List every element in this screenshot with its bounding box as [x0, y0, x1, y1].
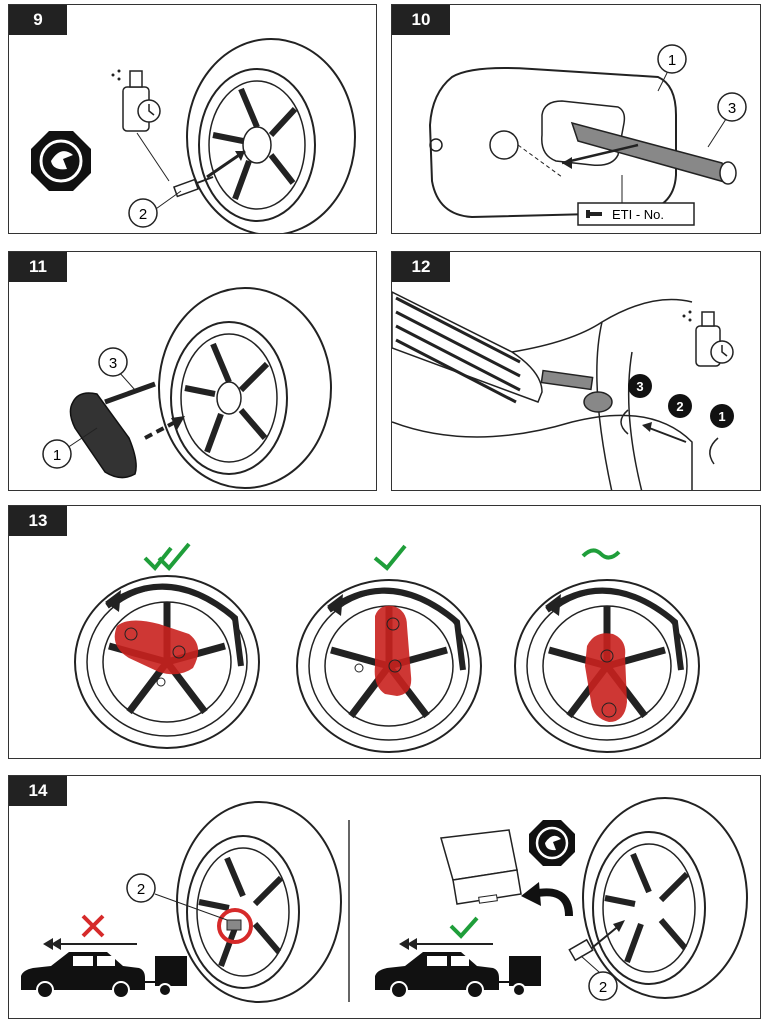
- wheel-rating-1: [74, 575, 260, 749]
- svg-text:1: 1: [53, 447, 61, 464]
- sequence-3-badge: 3: [628, 374, 652, 398]
- step-12-panel: 12 3: [391, 251, 761, 491]
- callout-2-right: 2: [580, 955, 618, 1001]
- tool-grip: [392, 291, 693, 490]
- spray-can-icon: [111, 69, 150, 132]
- thumb-wheel-icon: [31, 131, 91, 191]
- car-icon: [375, 952, 499, 999]
- step-9-illustration: 2: [31, 38, 356, 233]
- wheel-right: [582, 797, 748, 999]
- step-12-illustration: 3 2 1: [392, 291, 734, 490]
- step-11-panel: 11 3 1: [8, 251, 377, 491]
- wheel-rating-3: [514, 579, 700, 753]
- svg-text:3: 3: [728, 100, 736, 117]
- wheel-left: [176, 801, 342, 1003]
- wheel: [158, 287, 332, 489]
- step-11-badge: 11: [9, 252, 67, 282]
- svg-text:1: 1: [668, 52, 676, 69]
- svg-text:2: 2: [139, 206, 147, 223]
- eti-label: ETI - No.: [612, 207, 664, 222]
- thumb-wheel-icon: [529, 820, 575, 866]
- step-9-panel: 9: [8, 4, 377, 234]
- callout-3: 3: [707, 92, 747, 148]
- step-14-illustration: 2: [21, 797, 748, 1003]
- svg-text:3: 3: [109, 355, 117, 372]
- step-11-illustration: 3 1: [42, 287, 332, 489]
- step-14-panel: 14 2: [8, 775, 761, 1019]
- car-icon: [21, 952, 145, 999]
- sequence-2-badge: 2: [668, 394, 692, 418]
- callout-1: 1: [657, 44, 687, 92]
- svg-text:3: 3: [636, 379, 643, 394]
- svg-text:1: 1: [718, 409, 725, 424]
- tilde-icon: [581, 548, 621, 560]
- eti-number-label-box: ETI - No.: [577, 202, 695, 226]
- trailer-icon: [145, 956, 187, 997]
- step-10-illustration: 1 3 ETI - No.: [428, 44, 747, 226]
- highlight-ring: [217, 908, 253, 944]
- step-12-badge: 12: [392, 252, 450, 282]
- case-icon: [440, 829, 522, 905]
- step-14-badge: 14: [9, 776, 67, 806]
- callout-1: 1: [42, 427, 98, 469]
- wheel-rating-2: [296, 579, 482, 753]
- cross-icon: [81, 914, 105, 938]
- check-icon: [449, 916, 479, 939]
- step-13-panel: 13: [8, 505, 761, 759]
- step-10-panel: 10 1 3 E: [391, 4, 761, 234]
- svg-text:2: 2: [137, 881, 145, 898]
- step-13-illustration: [74, 542, 700, 753]
- check-icon: [373, 544, 407, 571]
- curved-arrow-icon: [521, 882, 573, 917]
- step-13-badge: 13: [9, 506, 67, 536]
- curved-arrow-icon: [620, 409, 719, 465]
- double-check-icon: [143, 542, 191, 571]
- direction-arrow-right: [399, 938, 493, 950]
- trailer-icon: [499, 956, 541, 997]
- clock-icon: [137, 99, 161, 123]
- insertion-rod: [570, 121, 737, 185]
- svg-text:2: 2: [676, 399, 683, 414]
- callout-2: 2: [128, 190, 182, 228]
- direction-arrow-left: [43, 938, 137, 950]
- insertion-tool: [69, 381, 156, 479]
- wheel: [186, 38, 356, 233]
- key-wrench: [540, 369, 613, 413]
- step-9-badge: 9: [9, 5, 67, 35]
- sequence-1-badge: 1: [710, 404, 734, 428]
- callout-2-left: 2: [126, 873, 228, 921]
- callout-3: 3: [98, 347, 136, 391]
- svg-text:2: 2: [599, 979, 607, 996]
- valve-removed: [568, 920, 625, 962]
- clock-icon: [710, 340, 734, 364]
- step-10-badge: 10: [392, 5, 450, 35]
